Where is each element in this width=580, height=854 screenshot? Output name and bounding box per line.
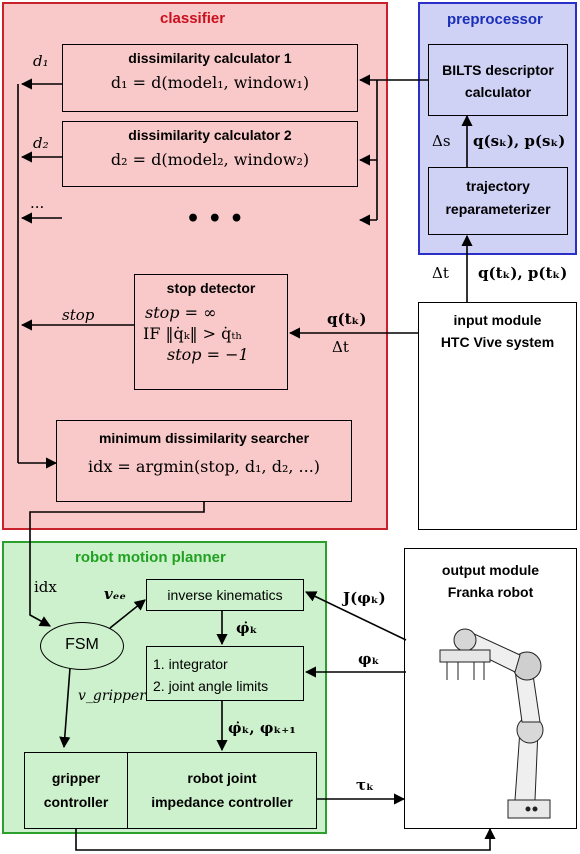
calculator-2-formula: d₂ = d(model₂, window₂) bbox=[110, 150, 310, 169]
tau-label: τₖ bbox=[356, 776, 374, 794]
dissimilarity-calculator-2: dissimilarity calculator 2 d₂ = d(model₂… bbox=[62, 121, 358, 187]
input-module-line1: input module bbox=[453, 312, 542, 328]
input-module: input module HTC Vive system bbox=[418, 302, 577, 530]
stop-detector-line1: stop = ∞ bbox=[145, 303, 217, 322]
vee-arrow bbox=[109, 599, 146, 629]
searcher-title: minimum dissimilarity searcher bbox=[98, 430, 310, 446]
stop-detector-line3: stop = −1 bbox=[167, 345, 249, 364]
robot-joint-impedance-controller: robot joint impedance controller bbox=[127, 752, 317, 829]
dt-label-preprocessor: Δt bbox=[432, 264, 449, 282]
gripper-to-output-arrow bbox=[75, 827, 496, 851]
q-tk-label: q(tₖ) bbox=[327, 310, 367, 328]
bilts-line2: calculator bbox=[464, 84, 532, 100]
stop-detector: stop detector stop = ∞ IF ‖q̇ₖ‖ > q̇ₜₕ s… bbox=[134, 274, 288, 390]
output-module-line1: output module bbox=[441, 562, 540, 578]
gripper-controller: gripper controller bbox=[24, 752, 128, 829]
jacobian-arrow bbox=[304, 591, 407, 641]
planner-title: robot motion planner bbox=[75, 549, 226, 566]
stop-detector-line2: IF ‖q̇ₖ‖ > q̇ₜₕ bbox=[143, 324, 243, 343]
gripper-line2: controller bbox=[43, 794, 109, 810]
q-t-p-t-label: q(tₖ), p(tₖ) bbox=[478, 264, 568, 282]
traj-line1: trajectory bbox=[466, 178, 530, 194]
integrator-line1: 1. integrator bbox=[153, 656, 228, 672]
side-dots: ... bbox=[30, 194, 45, 212]
integrator-line2: 2. joint angle limits bbox=[153, 678, 269, 694]
phidot-label: φ̇ₖ bbox=[236, 619, 258, 637]
q-s-p-s-label: q(sₖ), p(sₖ) bbox=[473, 132, 566, 150]
idx-label: idx bbox=[34, 578, 57, 596]
searcher-formula: idx = argmin(stop, d₁, d₂, ...) bbox=[87, 457, 321, 476]
fsm-label: FSM bbox=[65, 636, 99, 653]
vgripper-label: v_gripper bbox=[78, 688, 146, 704]
fsm-node: FSM bbox=[40, 622, 124, 670]
d2-label: d₂ bbox=[33, 134, 49, 152]
integrator-box: 1. integrator 2. joint angle limits bbox=[146, 646, 304, 701]
inverse-kinematics: inverse kinematics bbox=[146, 579, 304, 611]
traj-line2: reparameterizer bbox=[445, 201, 551, 217]
classifier-region bbox=[2, 2, 388, 530]
impedance-line2: impedance controller bbox=[151, 794, 293, 810]
bilts-descriptor-calculator: BILTS descriptor calculator bbox=[428, 44, 568, 116]
output-module: output module Franka robot bbox=[404, 548, 577, 829]
planner-region bbox=[2, 541, 327, 834]
impedance-line1: robot joint bbox=[187, 770, 257, 786]
idx-arrow bbox=[29, 502, 205, 627]
dissimilarity-calculator-1: dissimilarity calculator 1 d₁ = d(model₁… bbox=[62, 44, 358, 112]
calculator-2-title: dissimilarity calculator 2 bbox=[128, 127, 292, 143]
classifier-title: classifier bbox=[160, 10, 226, 27]
ik-label: inverse kinematics bbox=[167, 587, 283, 603]
calculator-1-formula: d₁ = d(model₁, window₁) bbox=[110, 73, 310, 92]
calculator-1-title: dissimilarity calculator 1 bbox=[128, 50, 292, 66]
franka-robot-sketch bbox=[439, 628, 551, 819]
stop-label: stop bbox=[62, 306, 95, 324]
preprocessor-title: preprocessor bbox=[447, 11, 543, 28]
input-module-line2: HTC Vive system bbox=[440, 334, 555, 350]
dt-label-classifier: Δt bbox=[332, 338, 349, 356]
vgripper-arrow bbox=[59, 667, 71, 749]
ellipsis-more-calculators: • • • bbox=[186, 206, 244, 232]
phi-label: φₖ bbox=[358, 650, 380, 668]
stop-detector-title: stop detector bbox=[166, 280, 256, 296]
trajectory-reparameterizer: trajectory reparameterizer bbox=[428, 167, 568, 235]
output-module-line2: Franka robot bbox=[447, 584, 534, 600]
bilts-line1: BILTS descriptor bbox=[442, 62, 554, 78]
d1-label: d₁ bbox=[33, 52, 49, 70]
minimum-dissimilarity-searcher: minimum dissimilarity searcher idx = arg… bbox=[56, 420, 352, 502]
jacobian-label: J(φₖ) bbox=[343, 589, 386, 607]
phi-next-label: φ̇ₖ, φₖ₊₁ bbox=[228, 719, 296, 737]
gripper-line1: gripper bbox=[51, 770, 101, 786]
ds-label: Δs bbox=[432, 132, 451, 150]
vee-label: vₑₑ bbox=[104, 585, 127, 603]
